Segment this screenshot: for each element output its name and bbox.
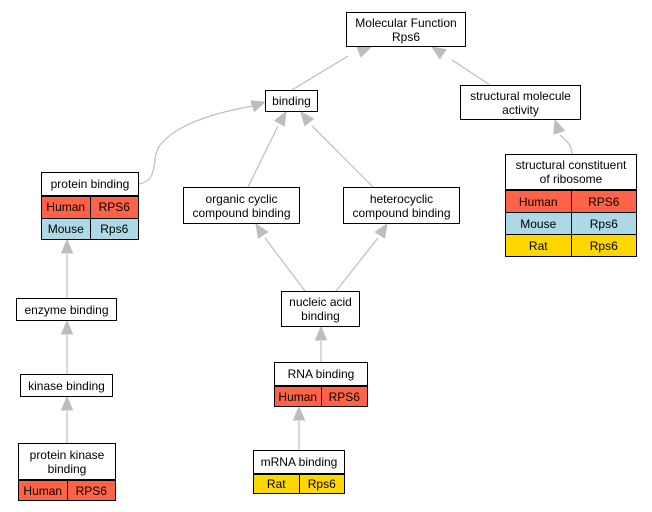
node-label: Molecular Function Rps6 [355, 15, 457, 44]
gene-cell: RPS6 [66, 481, 115, 500]
node-label: structural constituent of ribosome [506, 155, 636, 190]
node-label: structural molecule activity [470, 88, 571, 117]
species-cell: Mouse [42, 218, 90, 239]
node-sma[interactable]: structural molecule activity [460, 85, 581, 120]
node-label: enzyme binding [24, 302, 109, 317]
arrow-head-icon [292, 405, 306, 421]
node-label: heterocyclic compound binding [352, 191, 451, 220]
gene-cell: Rps6 [570, 235, 636, 256]
node-label: RNA binding [275, 363, 367, 386]
arrow-head-icon [356, 46, 373, 58]
species-cell: Rat [506, 235, 571, 256]
arrow-head-icon [60, 319, 74, 335]
gene-cell: RPS6 [320, 387, 367, 406]
species-cell: Human [42, 197, 90, 218]
node-kinase[interactable]: kinase binding [20, 374, 113, 397]
arrow-head-icon [255, 222, 269, 239]
arrow-head-icon [314, 325, 328, 341]
species-cell: Rat [254, 475, 299, 493]
arrow-head-icon [60, 238, 74, 254]
species-cell: Human [19, 481, 67, 500]
node-organic[interactable]: organic cyclic compound binding [183, 187, 300, 224]
arrow-head-icon [300, 110, 315, 127]
node-label: nucleic acid binding [289, 295, 352, 323]
arrow-head-icon [60, 395, 74, 411]
edge-organic-to-binding [247, 125, 279, 188]
arrow-head-icon [553, 118, 566, 135]
gene-cell: Rps6 [570, 213, 636, 234]
edge-scr-to-sma [559, 134, 573, 155]
gene-cell: RPS6 [89, 197, 138, 218]
node-label: kinase binding [28, 378, 105, 393]
arrow-head-icon [374, 222, 388, 239]
arrow-head-icon [430, 46, 447, 60]
arrow-head-icon [250, 100, 267, 113]
gene-cell: RPS6 [570, 191, 636, 212]
species-cell: Human [275, 387, 321, 406]
node-label: binding [272, 94, 311, 108]
node-mf[interactable]: Molecular Function Rps6 [346, 12, 466, 47]
node-label: protein binding [42, 173, 138, 196]
gene-cell: Rps6 [89, 218, 138, 239]
edge-nucleic-to-hetero [335, 237, 379, 292]
node-label: organic cyclic compound binding [192, 191, 291, 220]
edge-binding-to-mf [291, 55, 349, 91]
node-hetero[interactable]: heterocyclic compound binding [343, 187, 460, 224]
species-cell: Human [506, 191, 571, 212]
edge-protein-binding-to-binding [138, 105, 254, 185]
arrow-head-icon [273, 110, 287, 127]
edge-hetero-to-binding [311, 125, 374, 188]
node-binding[interactable]: binding [265, 90, 318, 112]
node-enzyme[interactable]: enzyme binding [16, 298, 117, 321]
edge-sma-to-mf [451, 59, 491, 86]
node-label: mRNA binding [254, 451, 344, 474]
gene-cell: Rps6 [298, 475, 344, 493]
species-cell: Mouse [506, 213, 571, 234]
node-nucleic[interactable]: nucleic acid binding [281, 291, 360, 327]
node-label: protein kinase binding [19, 444, 115, 480]
edge-nucleic-to-organic [264, 237, 306, 292]
